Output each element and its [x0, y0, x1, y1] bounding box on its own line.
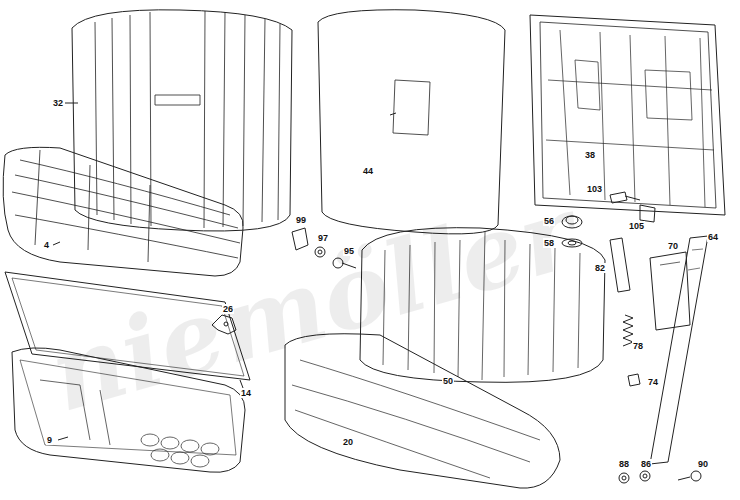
- callout-number: 95: [343, 246, 355, 256]
- callout-number: 44: [362, 166, 374, 176]
- callout-number: 78: [632, 341, 644, 351]
- callout-number: 58: [543, 238, 555, 248]
- callout-number: 90: [697, 459, 709, 469]
- callout-number: 86: [640, 459, 652, 469]
- callout-number: 9: [46, 435, 53, 445]
- callout-number: 105: [628, 221, 645, 231]
- callout-number: 88: [618, 459, 630, 469]
- callout-number: 4: [43, 240, 50, 250]
- callout-number: 64: [707, 232, 719, 242]
- callout-number: 103: [586, 184, 603, 194]
- callout-number: 14: [240, 388, 252, 398]
- callout-number: 20: [342, 437, 354, 447]
- callout-number: 82: [594, 263, 606, 273]
- callout-number: 50: [442, 376, 454, 386]
- callout-number: 26: [222, 304, 234, 314]
- callout-number: 97: [317, 233, 329, 243]
- callout-number: 70: [667, 241, 679, 251]
- callout-number: 38: [584, 150, 596, 160]
- callout-number: 74: [647, 377, 659, 387]
- watermark: niemöller: [40, 181, 586, 426]
- callout-number: 56: [543, 216, 555, 226]
- callout-number: 99: [295, 215, 307, 225]
- callout-number: 32: [52, 98, 64, 108]
